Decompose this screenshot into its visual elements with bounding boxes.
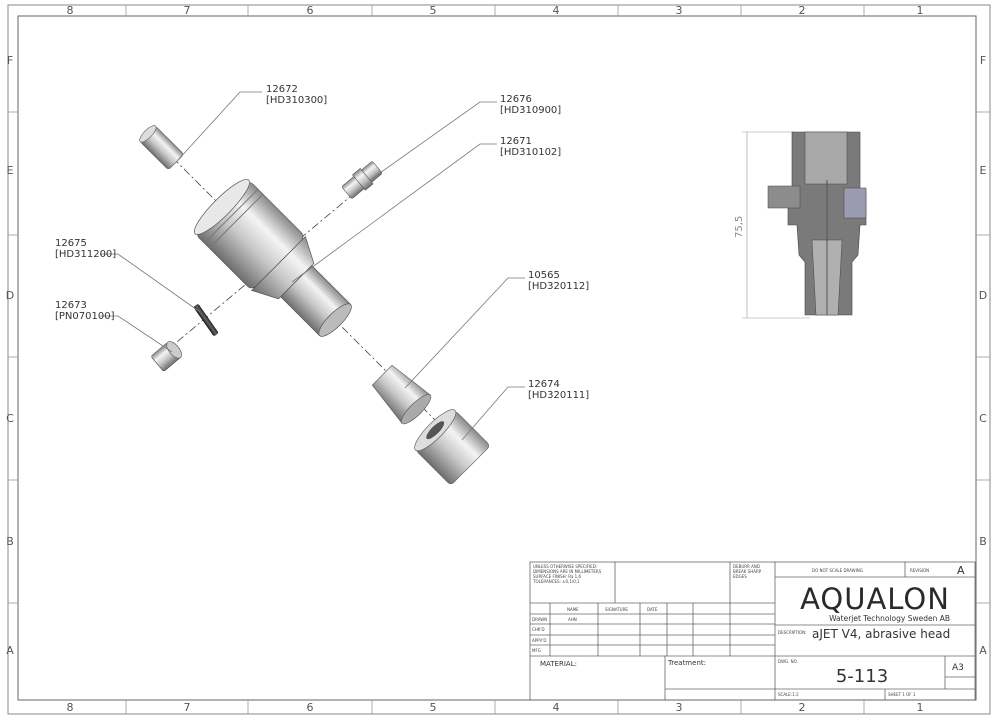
zone-row-f: F — [980, 54, 986, 67]
callout-code: [PN070100] — [55, 311, 115, 322]
sheet-size: A3 — [952, 663, 964, 673]
zone-col-5: 5 — [430, 4, 437, 17]
company-subtitle: Waterjet Technology Sweden AB — [829, 614, 950, 623]
callout-number: 12674 — [528, 379, 560, 390]
section-view: 75,5 — [734, 131, 867, 319]
zone-col-4: 4 — [553, 701, 560, 714]
general-notes-line: SURFACE FINISH: Ra 1,6 — [533, 574, 581, 579]
part-12672 — [139, 125, 183, 169]
material-label: MATERIAL: — [540, 660, 577, 668]
zone-col-8: 8 — [67, 701, 74, 714]
part-10565 — [371, 364, 432, 425]
revision-label: REVISION — [910, 568, 929, 573]
callout-code: [HD310900] — [500, 105, 561, 116]
zone-col-7: 7 — [184, 4, 191, 17]
col-date: DATE — [647, 607, 658, 612]
callout-code: [HD320112] — [528, 281, 589, 292]
callout-number: 12671 — [500, 136, 532, 147]
zone-row-f: F — [7, 54, 13, 67]
part-12673 — [151, 341, 182, 372]
callout-number: 12672 — [266, 84, 298, 95]
callout-code: [HD311200] — [55, 249, 116, 260]
zone-row-e: E — [980, 164, 987, 177]
callout-number: 12676 — [500, 94, 532, 105]
zone-row-c: C — [6, 412, 14, 425]
description: aJET V4, abrasive head — [812, 627, 950, 641]
zone-col-1: 1 — [917, 4, 924, 17]
zone-col-6: 6 — [307, 701, 314, 714]
zone-col-6: 6 — [307, 4, 314, 17]
zone-col-2: 2 — [799, 4, 806, 17]
zone-row-b: B — [979, 535, 987, 548]
deburr-note: BREAK SHARP — [733, 569, 762, 574]
row-drawn: DRAWN — [532, 617, 547, 622]
callouts: 12672 [HD310300] 12676 [HD310900] 12671 … — [55, 84, 589, 441]
callout-code: [HD310102] — [500, 147, 561, 158]
zone-row-c: C — [979, 412, 987, 425]
row-appvd: APPV'D — [532, 638, 546, 643]
scale: SCALE:1:2 — [778, 692, 799, 697]
title-block: UNLESS OTHERWISE SPECIFIED: DIMENSIONS A… — [529, 561, 976, 701]
part-12674 — [414, 409, 489, 484]
drawn-name: AHN — [568, 617, 577, 622]
zone-col-5: 5 — [430, 701, 437, 714]
deburr-note: DEBURR AND — [733, 564, 760, 569]
description-label: DESCRIPTION: — [778, 630, 806, 635]
callout-code: [HD310300] — [266, 95, 327, 106]
general-notes-line: DIMENSIONS ARE IN MILLIMETERS — [533, 569, 602, 574]
dimension-75-5: 75,5 — [734, 216, 745, 238]
col-signature: SIGNATURE — [605, 607, 628, 612]
zone-col-1: 1 — [917, 701, 924, 714]
company-logo: AQUALON — [800, 582, 950, 616]
callout-number: 12673 — [55, 300, 87, 311]
callout-number: 12675 — [55, 238, 87, 249]
callout-number: 10565 — [528, 270, 560, 281]
row-chkd: CHK'D — [532, 627, 545, 632]
zone-row-e: E — [7, 164, 14, 177]
zone-col-8: 8 — [67, 4, 74, 17]
general-notes-line: UNLESS OTHERWISE SPECIFIED: — [533, 564, 597, 569]
part-12671 — [194, 179, 352, 337]
sheet-border: 8 7 6 5 4 3 2 1 8 7 6 5 4 3 2 1 F E D C … — [6, 4, 991, 715]
part-12676 — [342, 161, 382, 199]
callout-code: [HD320111] — [528, 390, 589, 401]
zone-row-a: A — [979, 644, 987, 657]
general-notes-line: TOLERANCES: ±0,1/0,1 — [532, 579, 580, 584]
zone-row-a: A — [6, 644, 14, 657]
zone-row-d: D — [6, 289, 14, 302]
do-not-scale: DO NOT SCALE DRAWING — [812, 568, 863, 573]
dwg-no-label: DWG. NO. — [778, 659, 798, 664]
zone-row-d: D — [979, 289, 987, 302]
col-name: NAME — [567, 607, 579, 612]
revision-value: A — [957, 564, 965, 577]
zone-col-3: 3 — [676, 701, 683, 714]
row-mfg: MFG — [532, 648, 541, 653]
deburr-note: EDGES — [733, 574, 747, 579]
drawing-number: 5-113 — [836, 666, 888, 687]
part-12675 — [194, 304, 218, 336]
zone-col-3: 3 — [676, 4, 683, 17]
zone-row-b: B — [6, 535, 14, 548]
zone-col-2: 2 — [799, 701, 806, 714]
exploded-view — [139, 125, 489, 484]
zone-col-4: 4 — [553, 4, 560, 17]
sheet-number: SHEET 1 OF 1 — [888, 692, 916, 697]
zone-col-7: 7 — [184, 701, 191, 714]
treatment-label: Treatment: — [667, 659, 706, 667]
